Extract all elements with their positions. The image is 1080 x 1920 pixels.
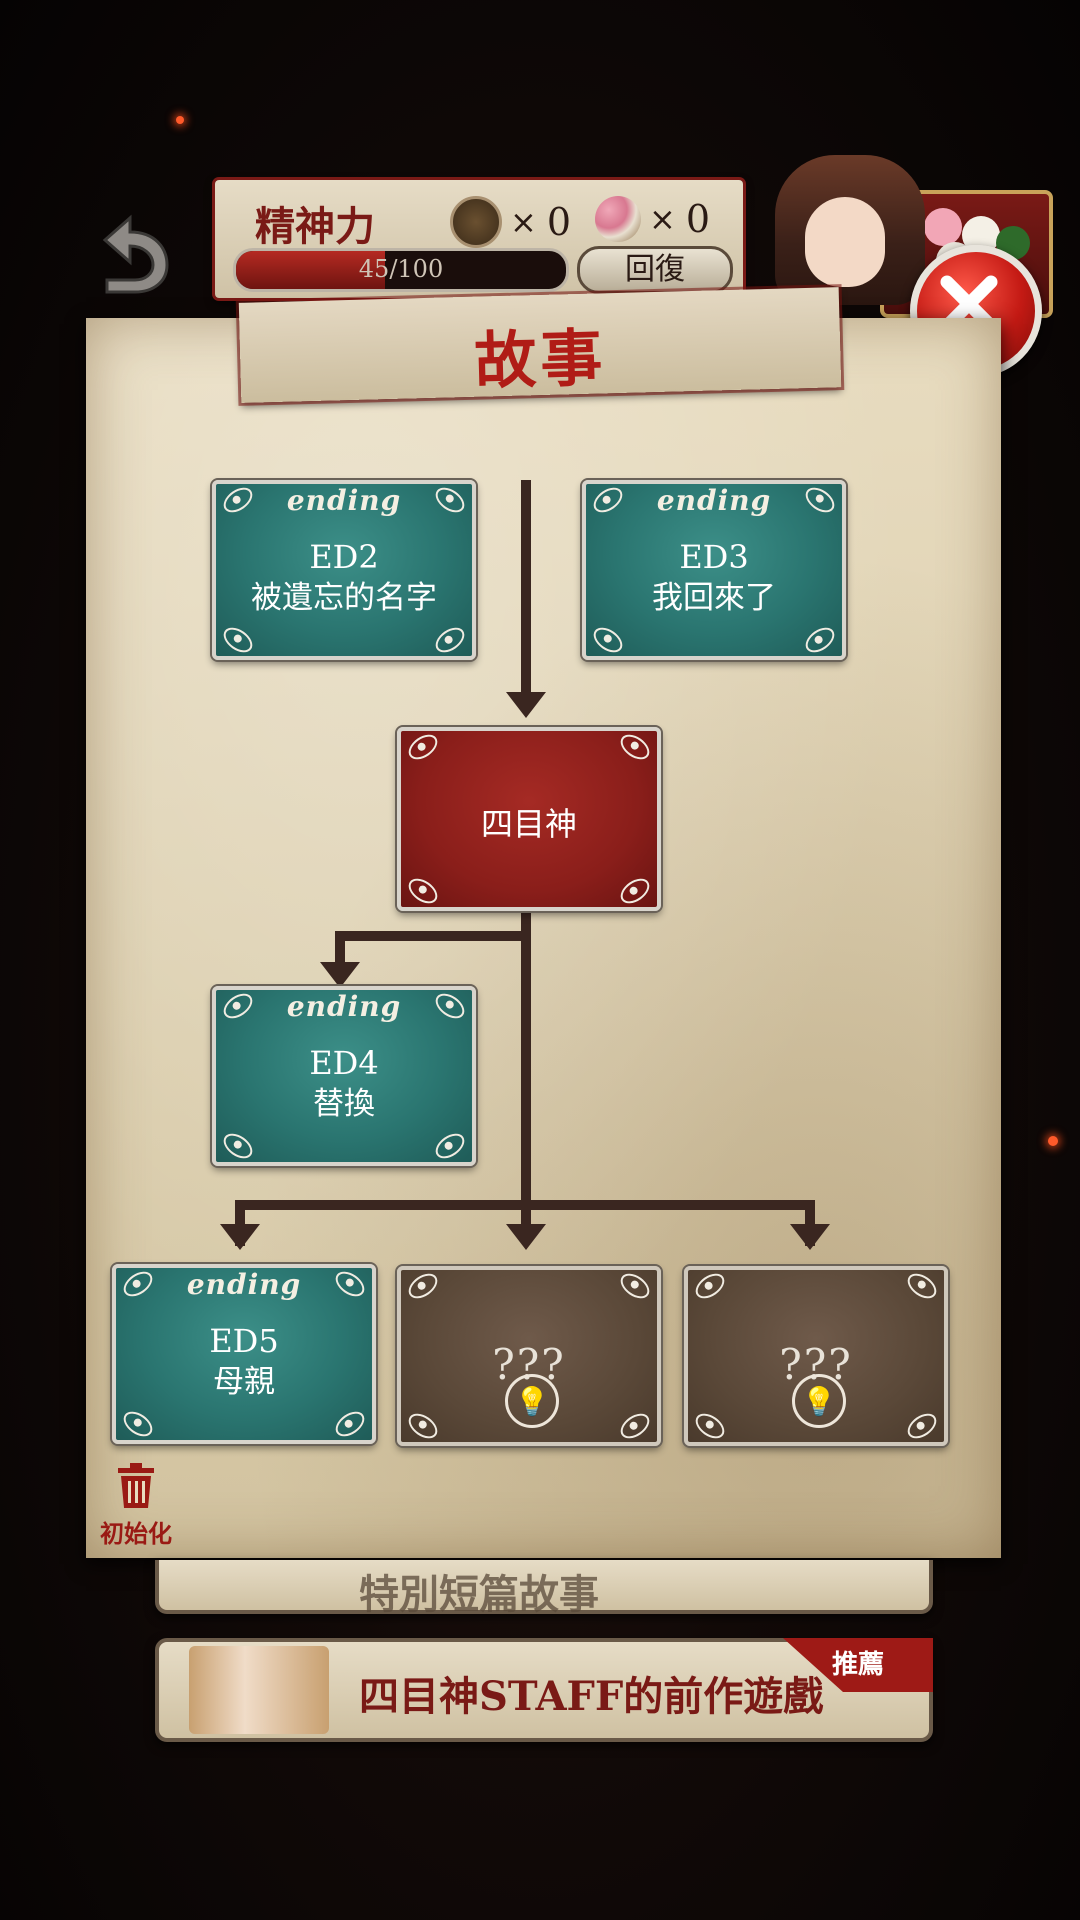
- stamina-bar-fill: [236, 251, 385, 289]
- character-avatar: [775, 155, 925, 305]
- recover-button[interactable]: 回復: [577, 246, 733, 294]
- ember-particle: [176, 116, 184, 124]
- ending-card-ed3[interactable]: ending ED3 我回來了: [582, 480, 846, 660]
- eye-ornament-icon: [616, 1408, 654, 1444]
- locked-card[interactable]: ??? 💡: [684, 1266, 948, 1446]
- tree-arrow: [220, 1224, 260, 1250]
- ending-number: ED2: [309, 538, 379, 576]
- item1-counter: × 0: [450, 196, 571, 248]
- story-title: 故事: [473, 321, 608, 398]
- eye-ornament-icon: [431, 622, 469, 658]
- reset-label: 初始化: [100, 1519, 172, 1548]
- ending-tag: ending: [656, 484, 772, 517]
- tree-line: [335, 931, 531, 941]
- ending-name: 母親: [213, 1364, 275, 1400]
- tree-line: [805, 1200, 815, 1246]
- tree-line: [335, 931, 345, 971]
- tree-line: [521, 905, 531, 1235]
- eye-ornament-icon: [801, 622, 839, 658]
- promo-game-label: 四目神STAFF的前作遊戲: [359, 1673, 824, 1720]
- tree-arrow: [506, 1224, 546, 1250]
- ember-particle: [1048, 1136, 1058, 1146]
- dango-item-icon: [595, 196, 641, 242]
- eye-ornament-icon: [431, 1128, 469, 1164]
- hint-lightbulb-icon[interactable]: 💡: [505, 1374, 559, 1428]
- eye-ornament-icon: [616, 873, 654, 909]
- ending-name: 我回來了: [652, 580, 776, 616]
- item1-count: 0: [546, 200, 571, 244]
- ending-card-ed2[interactable]: ending ED2 被遺忘的名字: [212, 480, 476, 660]
- story-title-banner: 故事: [238, 287, 842, 403]
- locked-card[interactable]: ??? 💡: [397, 1266, 661, 1446]
- tree-arrow: [506, 692, 546, 718]
- hint-lightbulb-icon[interactable]: 💡: [792, 1374, 846, 1428]
- eye-ornament-icon: [119, 1406, 157, 1442]
- eye-ornament-icon: [404, 729, 442, 765]
- ending-tag: ending: [186, 1268, 302, 1301]
- eye-ornament-icon: [616, 729, 654, 765]
- eye-ornament-icon: [404, 1268, 442, 1304]
- eye-ornament-icon: [616, 1268, 654, 1304]
- cookie-item-icon: [450, 196, 502, 248]
- ending-tag: ending: [286, 484, 402, 517]
- eye-ornament-icon: [331, 1406, 369, 1442]
- eye-ornament-icon: [404, 1408, 442, 1444]
- special-story-button[interactable]: 特別短篇故事: [155, 1560, 933, 1618]
- eye-ornament-icon: [219, 1128, 257, 1164]
- ending-card-ed4[interactable]: ending ED4 替換: [212, 986, 476, 1166]
- item2-counter: × 0: [595, 196, 710, 242]
- tree-arrow: [320, 962, 360, 988]
- stamina-value: 45/100: [358, 255, 444, 283]
- tree-arrow: [790, 1224, 830, 1250]
- back-arrow-icon[interactable]: [85, 210, 175, 300]
- story-node-name: 四目神: [480, 805, 577, 843]
- ending-name: 被遺忘的名字: [251, 580, 437, 616]
- story-card-main[interactable]: 四目神: [397, 727, 661, 911]
- promo-character-image: [189, 1646, 329, 1734]
- ending-number: ED3: [679, 538, 749, 576]
- eye-ornament-icon: [903, 1408, 941, 1444]
- eye-ornament-icon: [691, 1408, 729, 1444]
- times-symbol: ×: [649, 200, 676, 238]
- tree-line: [235, 1200, 245, 1246]
- ending-card-ed5[interactable]: ending ED5 母親: [112, 1264, 376, 1444]
- stamina-panel: 精神力 × 0 × 0 45/100 回復: [215, 180, 743, 298]
- item2-count: 0: [685, 197, 710, 241]
- eye-ornament-icon: [589, 622, 627, 658]
- times-symbol: ×: [510, 203, 537, 241]
- eye-ornament-icon: [404, 873, 442, 909]
- stamina-bar: 45/100: [233, 248, 569, 292]
- eye-ornament-icon: [691, 1268, 729, 1304]
- ending-number: ED4: [309, 1044, 379, 1082]
- ending-tag: ending: [286, 990, 402, 1023]
- eye-ornament-icon: [903, 1268, 941, 1304]
- eye-ornament-icon: [219, 622, 257, 658]
- reset-button[interactable]: 初始化: [96, 1462, 176, 1549]
- tree-line: [235, 1200, 815, 1210]
- special-story-label: 特別短篇故事: [359, 1571, 599, 1618]
- tree-line: [521, 480, 531, 700]
- ending-number: ED5: [209, 1322, 279, 1360]
- stamina-title: 精神力: [255, 203, 375, 250]
- trash-icon: [118, 1463, 154, 1508]
- ending-name: 替換: [313, 1086, 375, 1122]
- promo-game-button[interactable]: 四目神STAFF的前作遊戲 推薦: [155, 1638, 933, 1742]
